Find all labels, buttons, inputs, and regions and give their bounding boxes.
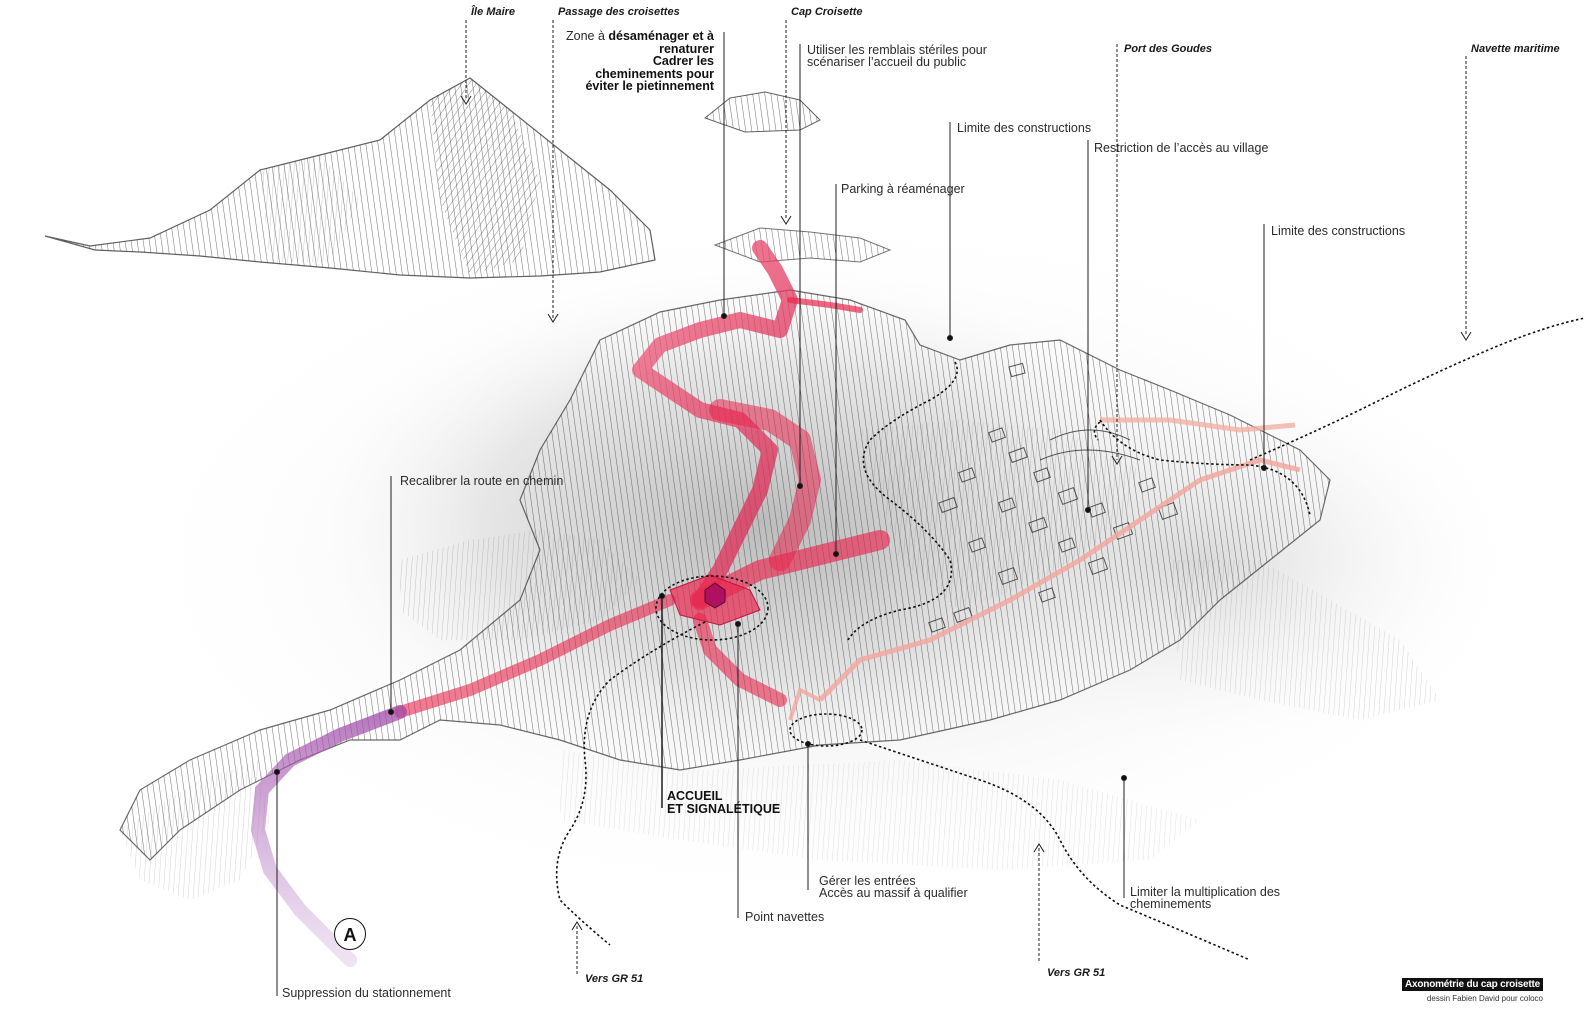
place-ile-maire: Île Maire — [471, 6, 516, 18]
annotation-gerer-entrees: Gérer les entrées Accès au massif à qual… — [819, 874, 968, 900]
caption-title: Axonométrie du cap croisette — [1402, 978, 1543, 991]
annotation-limite-constructions-1: Limite des constructions — [957, 121, 1092, 135]
accueil-line2: ET SIGNALÉTIQUE — [667, 802, 781, 816]
place-navette-maritime: Navette maritime — [1471, 43, 1560, 55]
annotation-limite-constructions-2: Limite des constructions — [1271, 224, 1406, 238]
remblais-line2: scénariser l’accueil du public — [807, 54, 967, 69]
annotation-remblais: Utiliser les remblais stériles pour scén… — [807, 43, 987, 69]
red-path-network — [394, 240, 890, 718]
purple-path — [250, 705, 407, 967]
zone-line4: cheminements pour — [595, 66, 714, 81]
remblais-line1: Utiliser les remblais stériles pour — [807, 43, 987, 57]
annotation-parking: Parking à réaménager — [841, 182, 965, 196]
annotation-recalibrer: Recalibrer la route en chemin — [400, 474, 564, 488]
annotation-zone-desamenager: Zone à désaménager et à renaturer Cadrer… — [566, 30, 714, 93]
annotation-limiter-cheminements: Limiter la multiplication des cheminemen… — [1130, 885, 1281, 911]
annotation-suppression-stationnement: Suppression du stationnement — [282, 986, 451, 1000]
annotation-point-navettes: Point navettes — [745, 910, 825, 924]
place-vers-gr51-right: Vers GR 51 — [1047, 967, 1106, 979]
zone-line1-prefix: Zone à — [566, 29, 609, 43]
limiter-line1: Limiter la multiplication des — [1130, 885, 1281, 899]
dotted-routes — [555, 317, 1585, 961]
limiter-line2: cheminements — [1130, 896, 1212, 911]
accueil-line1: ACCUEIL — [667, 789, 723, 803]
leader-lines — [274, 20, 1472, 996]
place-port-goudes: Port des Goudes — [1124, 43, 1213, 55]
caption-credit: dessin Fabien David pour coloco — [1426, 994, 1543, 1003]
islet — [703, 91, 821, 133]
annotation-restriction-acces: Restriction de l’accès au village — [1094, 141, 1269, 155]
village-roads — [788, 417, 1301, 721]
gerer-line2: Accès au massif à qualifier — [819, 885, 968, 900]
zone-line5: éviter le pietinnement — [585, 79, 714, 93]
ile-maire-island — [44, 77, 656, 279]
zone-line3: Cadrer les — [652, 54, 714, 68]
place-passage-croisettes: Passage des croisettes — [558, 6, 680, 18]
place-cap-croisette: Cap Croisette — [791, 6, 863, 18]
place-vers-gr51-left: Vers GR 51 — [585, 973, 644, 985]
zone-line2: renaturer — [659, 41, 714, 56]
annotation-accueil: ACCUEIL ET SIGNALÉTIQUE — [667, 790, 780, 816]
zone-line1-bold: désaménager et à — [608, 29, 714, 43]
village-buildings — [928, 362, 1179, 633]
section-marker-a: A — [334, 918, 366, 950]
gerer-line1: Gérer les entrées — [819, 874, 916, 888]
